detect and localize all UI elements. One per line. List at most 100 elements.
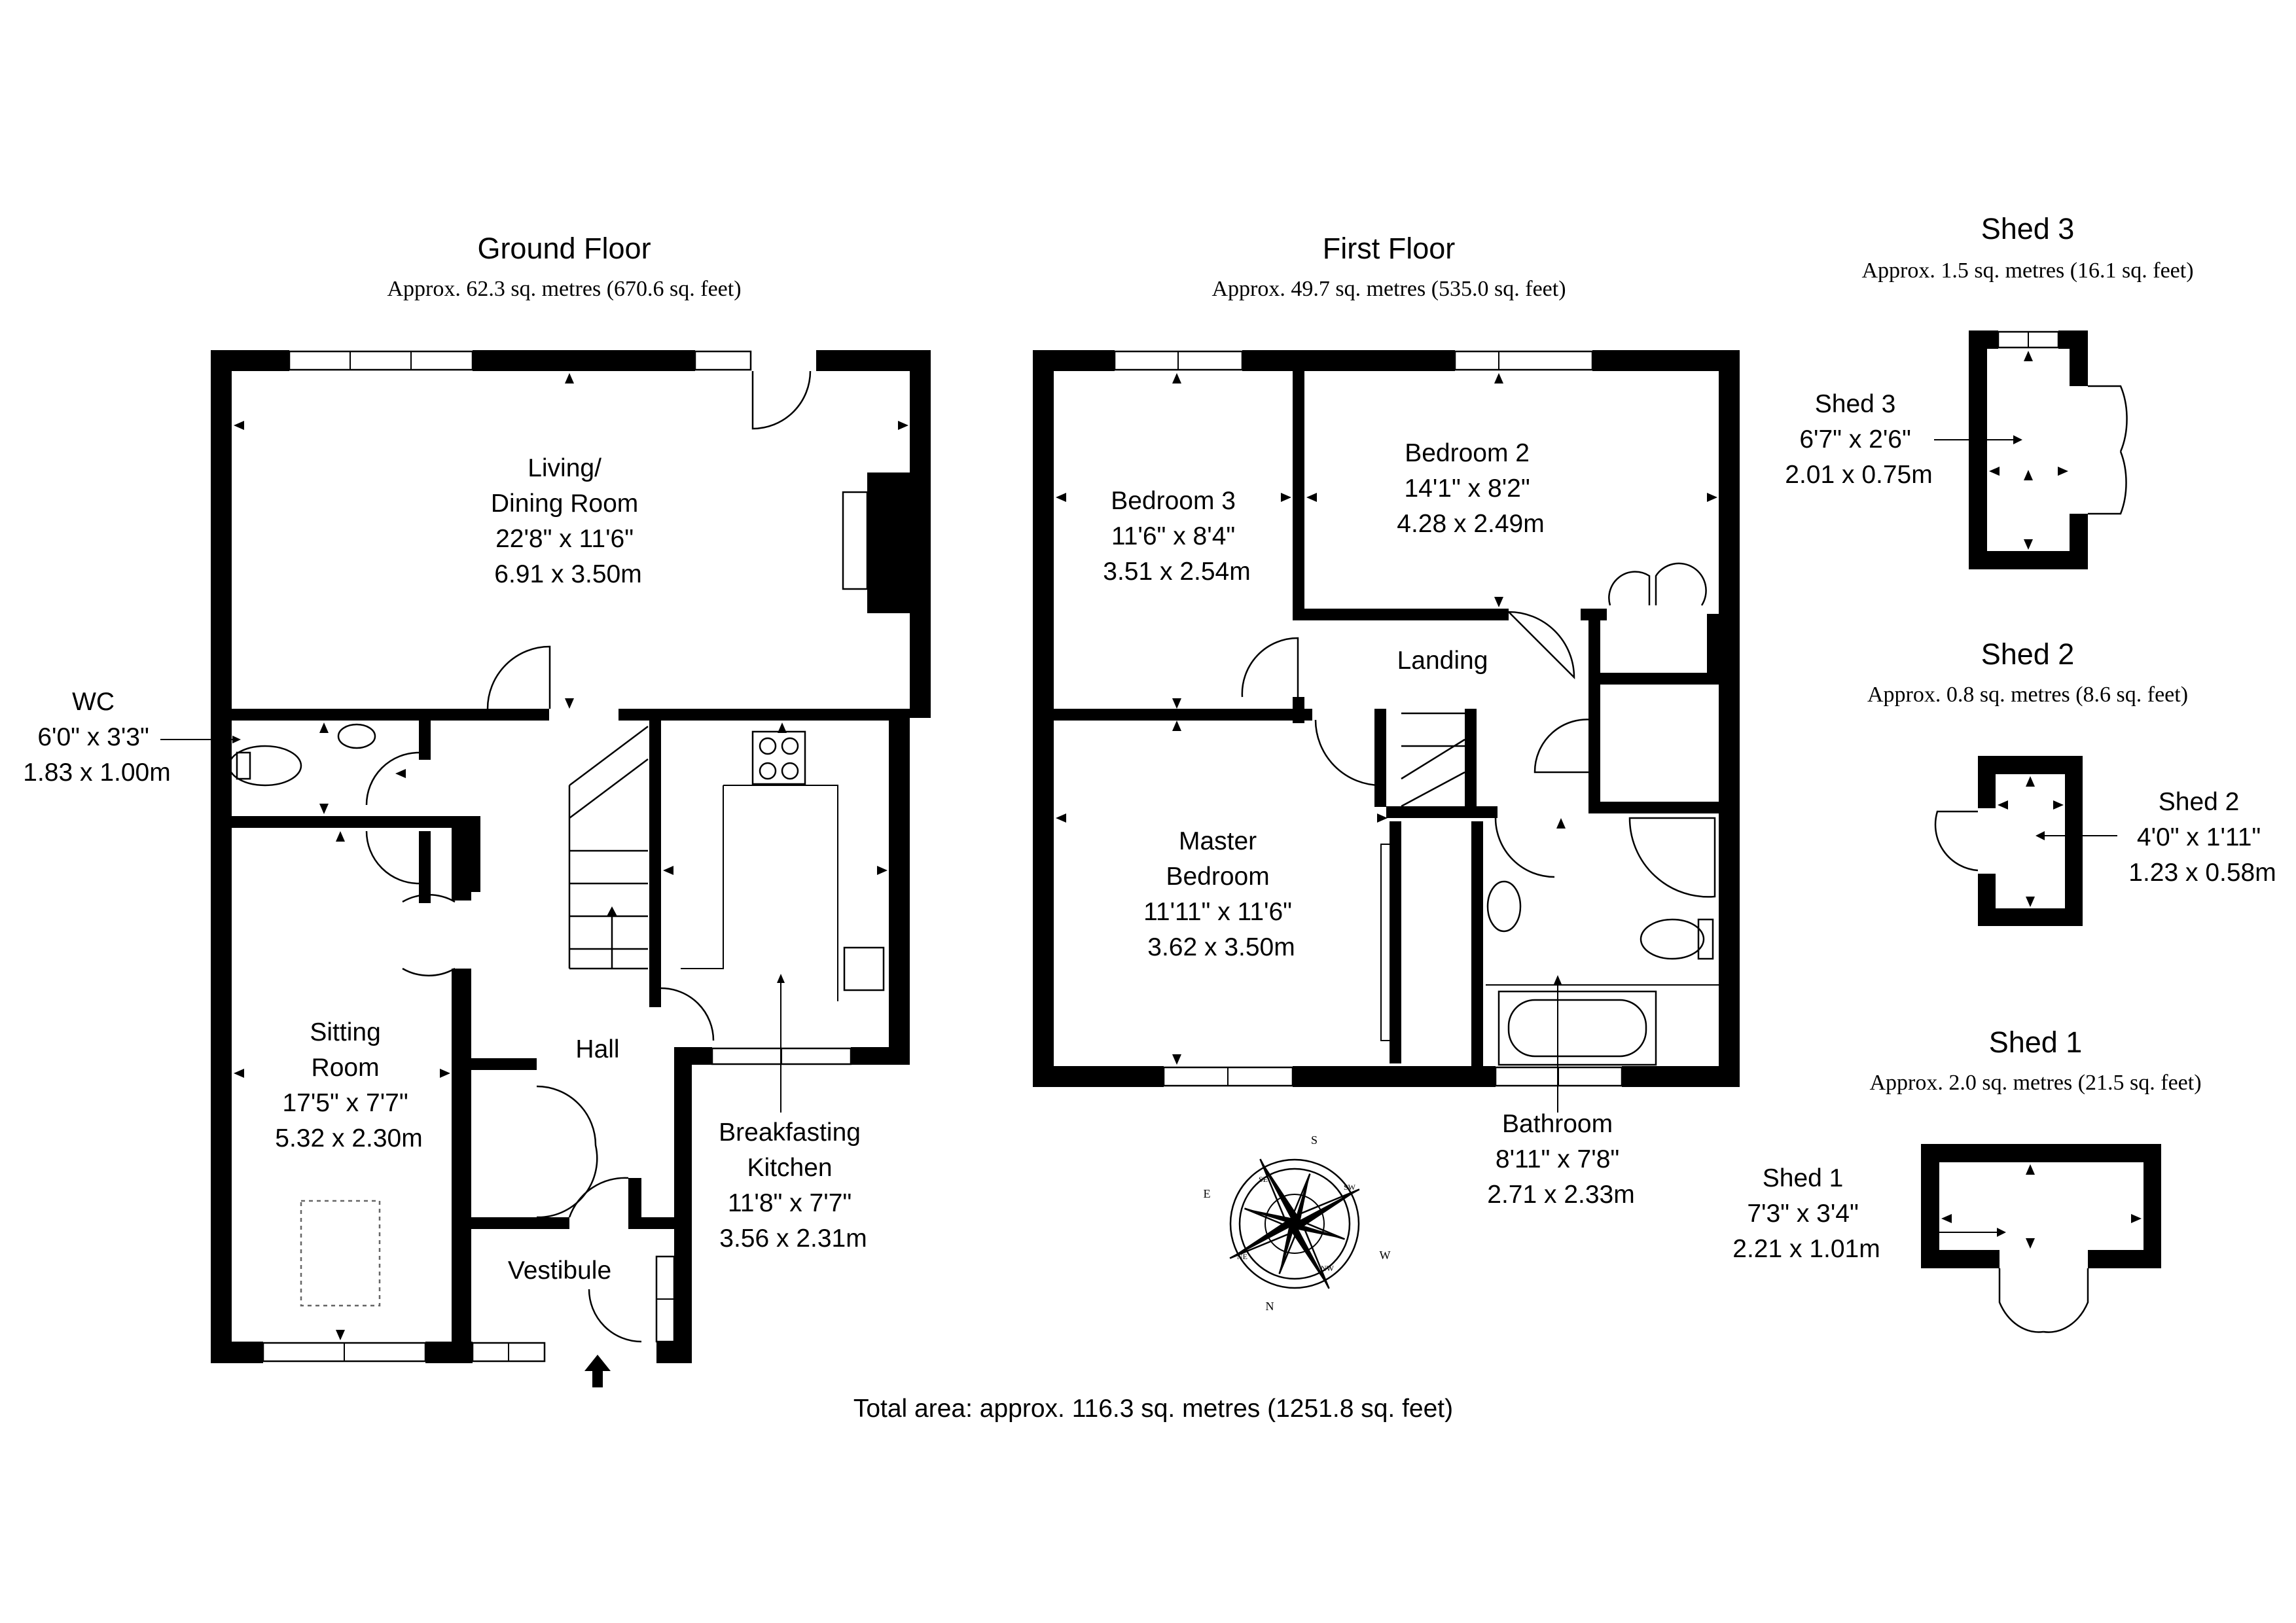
wall	[2144, 1144, 2161, 1268]
shed3-title: Shed 3	[1981, 212, 2075, 245]
ground-floor-plan: Living/ Dining Room 22'8" x 11'6" 6.91 x…	[23, 350, 931, 1387]
compass-letter: N	[1266, 1300, 1274, 1313]
master-bedroom-label: Master Bedroom 11'11" x 11'6" 3.62 x 3.5…	[1143, 827, 1299, 961]
dimension-markers	[1989, 351, 2068, 550]
ground-floor-title: Ground Floor	[477, 232, 651, 265]
wall	[1921, 1144, 1939, 1268]
sitting-room-label: Sitting Room 17'5" x 7'7" 5.32 x 2.30m	[275, 1018, 422, 1152]
window	[288, 350, 474, 371]
ground-floor-area: Approx. 62.3 sq. metres (670.6 sq. feet)	[387, 277, 741, 301]
wall	[1054, 709, 1312, 721]
staircase	[1401, 712, 1465, 808]
wall	[1033, 1066, 1164, 1087]
wall	[1707, 614, 1719, 679]
wardrobe-doors	[1608, 562, 1707, 606]
landing-label: Landing	[1397, 647, 1488, 675]
wall	[1588, 614, 1600, 810]
cupboard-doors	[536, 1085, 598, 1219]
wall	[1969, 330, 1987, 569]
dimension-markers	[1056, 373, 1717, 1065]
wall	[2070, 514, 2088, 569]
door	[486, 645, 551, 709]
wall	[1033, 350, 1054, 1087]
worktop	[681, 785, 838, 1001]
wall	[452, 825, 471, 901]
wall	[1390, 821, 1401, 1063]
wall	[1921, 1250, 2000, 1268]
window	[1454, 350, 1594, 371]
door	[365, 830, 420, 885]
wall	[1978, 874, 1996, 926]
shed-door	[1934, 810, 1979, 872]
basin-icon	[1486, 880, 1522, 933]
bath-icon	[1498, 990, 1657, 1066]
wall	[889, 718, 910, 1065]
shed-doors	[1998, 1268, 2089, 1333]
shower-icon	[1628, 817, 1716, 898]
wall	[1465, 709, 1477, 815]
door	[1314, 719, 1382, 787]
hall-label: Hall	[575, 1035, 619, 1063]
bedroom3-label: Bedroom 3 11'6" x 8'4" 3.51 x 2.54m	[1103, 487, 1250, 586]
door	[568, 1177, 629, 1218]
wall	[211, 350, 232, 1363]
wall	[1921, 1144, 2161, 1162]
first-floor-title: First Floor	[1323, 232, 1456, 265]
compass-letter: E	[1204, 1187, 1211, 1200]
shed-doors	[2088, 385, 2128, 515]
wall	[1293, 1066, 1496, 1087]
shed1-plan: Shed 1 7'3" x 3'4" 2.21 x 1.01m	[1732, 1144, 2161, 1333]
shed2-area: Approx. 0.8 sq. metres (8.6 sq. feet)	[1867, 683, 2188, 707]
wall	[1719, 350, 1740, 1087]
wall	[1374, 709, 1386, 807]
toilet-icon	[228, 745, 302, 787]
bathroom-label: Bathroom 8'11" x 7'8" 2.71 x 2.33m	[1487, 1110, 1634, 1209]
wall	[628, 1178, 641, 1224]
wall	[1471, 821, 1483, 1070]
door	[1534, 719, 1594, 774]
wall	[2065, 756, 2083, 926]
toilet-icon	[1640, 918, 1705, 960]
wall	[1588, 802, 1729, 813]
shed3-label: Shed 3 6'7" x 2'6" 2.01 x 0.75m	[1785, 390, 1932, 489]
wall	[1471, 806, 1498, 818]
first-floor-heading: First Floor Approx. 49.7 sq. metres (535…	[1211, 232, 1566, 301]
wall	[674, 1047, 692, 1363]
shed2-title: Shed 2	[1981, 637, 2075, 671]
hob-icon	[751, 730, 806, 785]
door	[365, 751, 420, 806]
dimension-markers	[234, 373, 908, 1340]
wall	[232, 816, 480, 828]
wall	[469, 816, 480, 892]
wall	[1293, 609, 1509, 620]
door	[1494, 817, 1555, 878]
door	[660, 987, 715, 1041]
shed2-label: Shed 2 4'0" x 1'11" 1.23 x 0.58m	[2128, 788, 2276, 887]
floor-rug	[300, 1200, 381, 1307]
fireplace-hearth	[842, 491, 869, 590]
wc-label: WC 6'0" x 3'3" 1.83 x 1.00m	[23, 688, 170, 787]
shed3-heading: Shed 3 Approx. 1.5 sq. metres (16.1 sq. …	[1861, 212, 2193, 283]
shed3-area: Approx. 1.5 sq. metres (16.1 sq. feet)	[1861, 259, 2193, 283]
wall	[851, 1047, 910, 1065]
wall	[1588, 673, 1729, 685]
wall	[471, 1058, 537, 1070]
door	[751, 370, 812, 430]
compass-letter: W	[1380, 1249, 1391, 1262]
wall	[656, 1342, 692, 1363]
entrance-arrow-icon	[584, 1355, 611, 1387]
wall	[232, 709, 549, 721]
shed2-plan: Shed 2 4'0" x 1'11" 1.23 x 0.58m	[1934, 756, 2276, 926]
wall	[910, 350, 931, 718]
wall	[1622, 1066, 1740, 1087]
wall	[419, 831, 431, 903]
bedroom2-label: Bedroom 2 14'1" x 8'2" 4.28 x 2.49m	[1397, 439, 1544, 538]
door	[402, 894, 456, 903]
basin-icon	[337, 723, 376, 749]
breakfasting-kitchen-label: Breakfasting Kitchen 11'8" x 7'7" 3.56 x…	[719, 1118, 868, 1253]
wall	[1978, 756, 1996, 808]
door	[402, 967, 456, 976]
shed1-heading: Shed 1 Approx. 2.0 sq. metres (21.5 sq. …	[1869, 1026, 2201, 1095]
shed2-heading: Shed 2 Approx. 0.8 sq. metres (8.6 sq. f…	[1867, 637, 2188, 707]
compass-letter: SW	[1344, 1183, 1356, 1192]
